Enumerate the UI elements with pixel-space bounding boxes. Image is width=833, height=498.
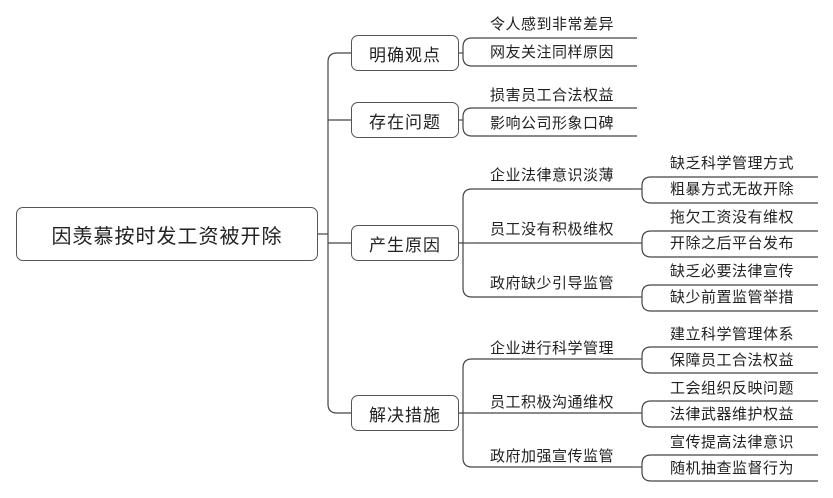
cause-detail: 缺少前置监管举措 — [670, 288, 795, 306]
cause-subtopic: 企业法律意识淡薄 — [490, 166, 615, 184]
measure-subtopic: 政府加强宣传监管 — [490, 447, 615, 465]
measure-subtopic: 员工积极沟通维权 — [490, 393, 615, 411]
connector-line — [327, 52, 351, 414]
cause-detail: 拖欠工资没有维权 — [670, 208, 795, 226]
branch-viewpoint: 明确观点 — [351, 35, 459, 71]
connector-line — [462, 37, 476, 67]
connector-line — [641, 346, 658, 374]
connector-line — [641, 400, 658, 428]
viewpoint-item: 网友关注同样原因 — [490, 43, 615, 61]
cause-subtopic: 员工没有积极维权 — [490, 220, 615, 238]
measure-detail: 保障员工合法权益 — [670, 351, 795, 369]
connector-line — [462, 107, 476, 137]
cause-detail: 缺乏科学管理方式 — [670, 154, 795, 172]
measure-detail: 随机抽查监督行为 — [670, 459, 795, 477]
cause-detail: 开除之后平台发布 — [670, 234, 795, 252]
branch-problems: 存在问题 — [351, 102, 459, 138]
measure-detail: 工会组织反映问题 — [670, 379, 795, 397]
measure-detail: 法律武器维护权益 — [670, 405, 795, 423]
connector-line — [641, 176, 658, 204]
viewpoint-item: 令人感到非常差异 — [490, 15, 615, 33]
cause-detail: 粗暴方式无故开除 — [670, 180, 795, 198]
problem-item: 影响公司形象口碑 — [490, 114, 615, 132]
connector-line — [641, 230, 658, 258]
cause-detail: 缺乏必要法律宣传 — [670, 262, 795, 280]
measure-subtopic: 企业进行科学管理 — [490, 339, 615, 357]
branch-causes: 产生原因 — [351, 225, 459, 261]
connector-line — [641, 454, 658, 482]
problem-item: 损害员工合法权益 — [490, 86, 615, 104]
connector-line — [641, 284, 658, 312]
cause-subtopic: 政府缺少引导监管 — [490, 274, 615, 292]
measure-detail: 宣传提高法律意识 — [670, 433, 795, 451]
branch-measures: 解决措施 — [351, 395, 459, 431]
measure-detail: 建立科学管理体系 — [670, 325, 795, 343]
root-topic: 因羡慕按时发工资被开除 — [16, 207, 318, 261]
